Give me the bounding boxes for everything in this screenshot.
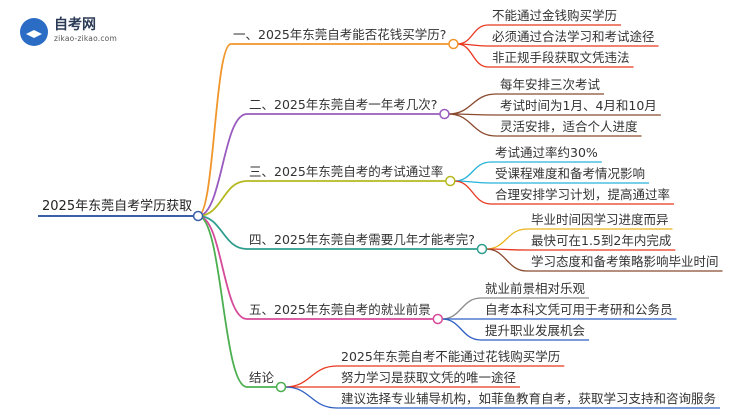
branch-1-label: 一、2025年东莞自考能否花钱买学历?: [233, 27, 447, 42]
branch-2-leaf-3-connector: [448, 113, 497, 137]
branch-4-leaf-3-connector: [485, 248, 528, 272]
branch-6-leaf-3-connector: [285, 386, 338, 409]
branch-5-leaf-3-connector: [441, 318, 482, 341]
branch-6-leaf-1-connector: [285, 365, 338, 388]
branch-5-leaf-2: 自考本科文凭可用于考研和公务员: [485, 302, 673, 317]
branch-4-node-dot: [476, 243, 488, 255]
logo-url: zikao-zikao.com: [54, 34, 117, 43]
branch-1-leaf-1-connector: [457, 24, 489, 45]
branch-2-leaf-3: 灵活安排，适合个人进度: [500, 119, 638, 134]
branch-2-leaf-1-connector: [448, 93, 497, 115]
root-topic: 2025年东莞自考学历获取: [42, 199, 193, 214]
branch-2-node-dot: [439, 108, 450, 120]
branch-4-leaf-1-connector: [485, 228, 528, 250]
branch-4-label: 四、2025年东莞自考需要几年才能考完?: [249, 232, 475, 247]
branch-4-connector: [198, 215, 248, 250]
branch-5-leaf-1: 就业前景相对乐观: [485, 281, 586, 296]
branch-5-connector: [197, 215, 248, 320]
logo-title: 自考网: [54, 17, 96, 33]
branch-1-leaf-3: 非正规手段获取文凭违法: [492, 50, 630, 65]
branch-4-leaf-3: 学习态度和备考策略影响毕业时间: [531, 254, 719, 269]
branch-6-leaf-2: 努力学习是获取文凭的唯一途径: [341, 370, 517, 385]
branch-1-leaf-2: 必须通过合法学习和考试途径: [492, 29, 655, 44]
branch-3-leaf-1: 考试通过率约30%: [495, 145, 598, 160]
branch-5-node-dot: [432, 313, 444, 325]
branch-3-leaf-1-connector: [454, 161, 492, 182]
site-logo[interactable]: 自考网 zikao-zikao.com: [20, 12, 135, 48]
branch-1-node-dot: [448, 38, 459, 50]
branch-4-leaf-2: 最快可在1.5到2年内完成: [531, 233, 672, 248]
branch-1-leaf-1: 不能通过金钱购买学历: [492, 8, 618, 23]
root-node-dot: [192, 210, 204, 222]
branch-3-node-dot: [445, 175, 456, 187]
branch-1-connector: [197, 43, 232, 217]
branch-6-leaf-3: 建议选择专业辅导机构，如菲鱼教育自考，获取学习支持和咨询服务: [341, 391, 717, 406]
branch-2-leaf-2: 考试时间为1月、4月和10月: [500, 98, 657, 113]
branch-5-leaf-3: 提升职业发展机会: [485, 323, 586, 338]
branch-3-connector: [198, 180, 248, 217]
branch-2-connector: [197, 113, 248, 217]
branch-2-label: 二、2025年东莞自考一年考几次?: [249, 97, 438, 112]
branch-1-leaf-3-connector: [457, 43, 489, 68]
graduation-cap-icon: [20, 18, 48, 46]
branch-5-leaf-1-connector: [441, 297, 482, 320]
branch-4-leaf-1: 毕业时间因学习进度而异: [531, 212, 669, 227]
branch-3-leaf-3-connector: [454, 180, 492, 205]
branch-6-label: 结论: [249, 370, 275, 385]
branch-2-leaf-1: 每年安排三次考试: [500, 77, 601, 92]
branch-6-connector: [197, 215, 248, 388]
branch-3-label: 三、2025年东莞自考的考试通过率: [249, 164, 444, 179]
branch-6-node-dot: [275, 381, 287, 393]
branch-5-label: 五、2025年东莞自考的就业前景: [249, 302, 431, 317]
branch-6-leaf-1: 2025年东莞自考不能通过花钱购买学历: [341, 349, 561, 364]
branch-3-leaf-2: 受课程难度和备考情况影响: [495, 166, 646, 181]
branch-3-leaf-3: 合理安排学习计划，提高通过率: [495, 187, 671, 202]
